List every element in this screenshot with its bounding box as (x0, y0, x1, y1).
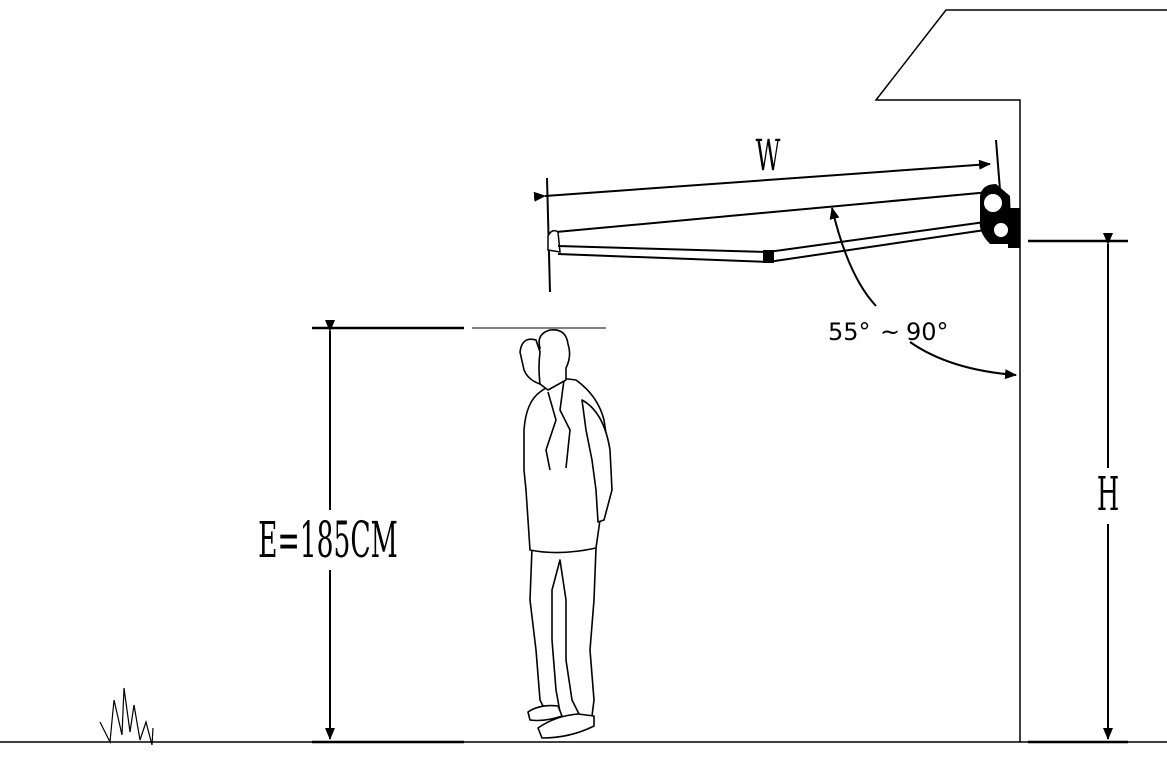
building-wall (874, 9, 1167, 742)
head-clearance-label: E=185CM (258, 512, 398, 569)
elbow-joint (763, 250, 774, 263)
angle-arc-upper (829, 207, 877, 307)
height-label: H (1097, 467, 1119, 521)
angle-separator: ~ (880, 318, 900, 346)
person-figure (519, 328, 613, 739)
angle-max-label: 90° (906, 318, 949, 346)
w-dimension-arrow (533, 159, 991, 202)
angle-arc-lower (909, 341, 1017, 380)
grass-icon (99, 687, 154, 746)
w-extension-right (995, 139, 1001, 191)
roller-mechanism (979, 184, 1020, 248)
angle-min-label: 55° (828, 318, 871, 346)
front-bar (547, 229, 561, 253)
width-label: W (756, 132, 781, 181)
awning (546, 139, 1020, 293)
awning-fabric (555, 191, 991, 233)
